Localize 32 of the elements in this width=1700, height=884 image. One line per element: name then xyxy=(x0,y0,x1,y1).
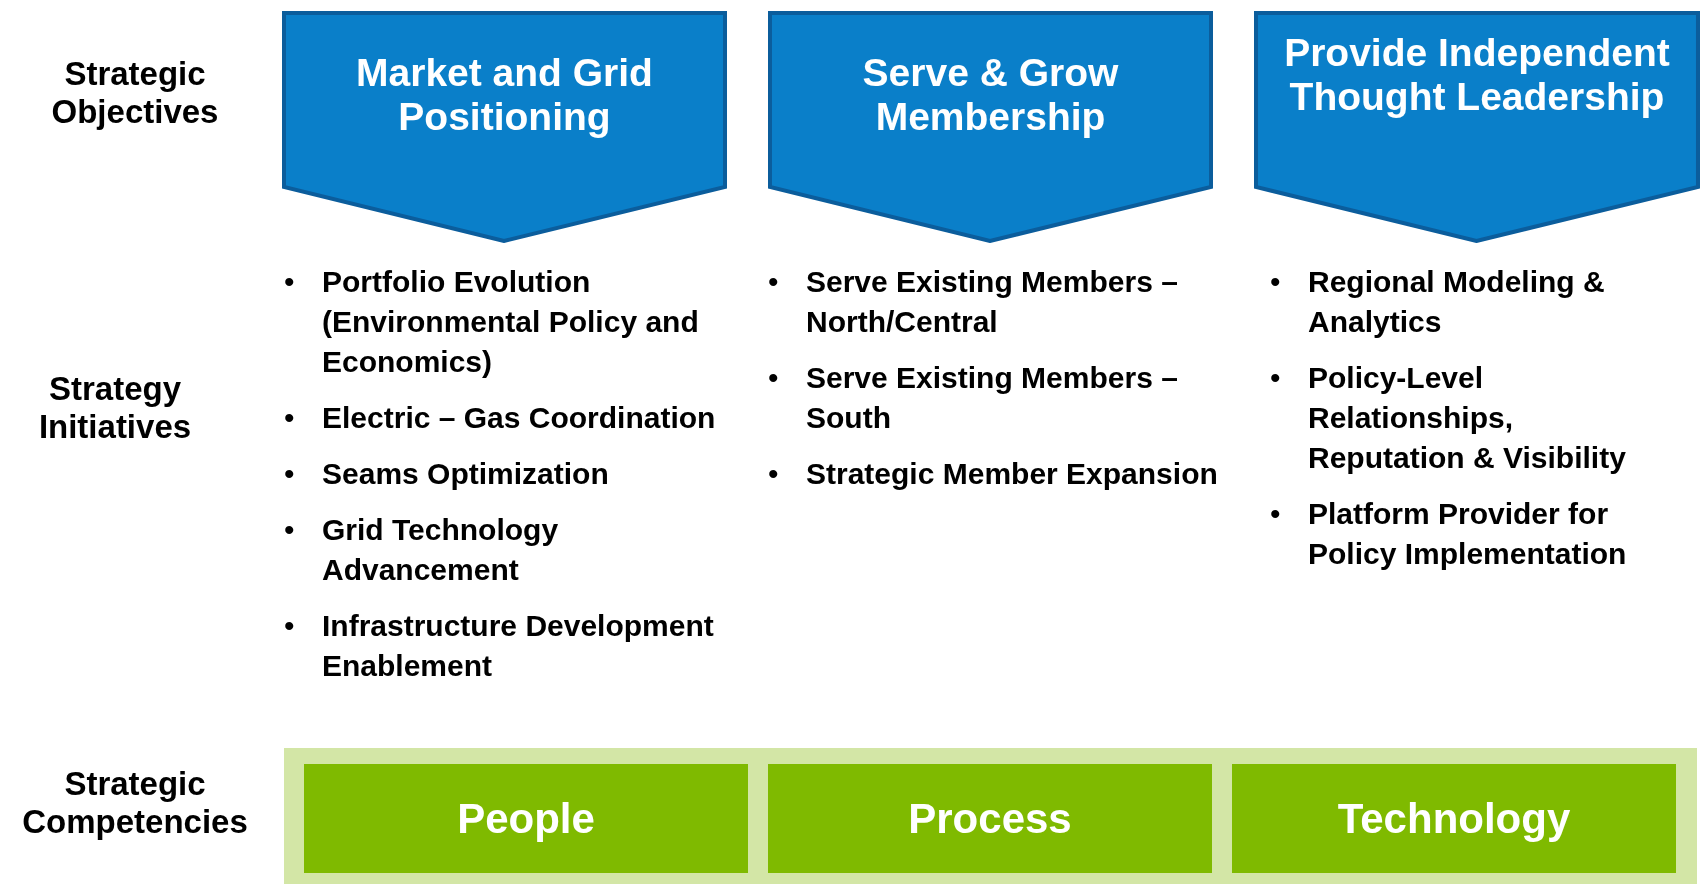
bullet-marker: • xyxy=(768,360,779,396)
bullet-marker: • xyxy=(1270,360,1281,396)
bullet-marker: • xyxy=(284,608,295,644)
row-label: Strategic Objectives xyxy=(50,55,220,131)
initiative-text: Portfolio Evolution (Environmental Policy and Economics) xyxy=(322,264,700,380)
bullet-marker: • xyxy=(284,264,295,300)
initiative-text: Grid Technology Advancement xyxy=(322,512,560,588)
initiative-text: Serve Existing Members – South xyxy=(806,360,1179,436)
chevron-banner: Serve & Grow Membership xyxy=(768,11,1213,243)
bullet-marker: • xyxy=(1270,496,1281,532)
competency-box: Technology xyxy=(1232,764,1676,873)
initiative-text: Seams Optimization xyxy=(322,456,610,492)
bullet-marker: • xyxy=(1270,264,1281,300)
bullet-marker: • xyxy=(284,456,295,492)
initiative-text: Electric – Gas Coordination xyxy=(322,400,717,436)
row-label: Strategy Initiatives xyxy=(37,370,193,446)
competency-box: Process xyxy=(768,764,1212,873)
bullet-marker: • xyxy=(768,456,779,492)
competency-band xyxy=(284,748,1697,884)
chevron-banner: Provide Independent Thought Leadership xyxy=(1254,11,1700,243)
initiative-text: Serve Existing Members – North/Central xyxy=(806,264,1179,340)
initiative-text: Regional Modeling & Analytics xyxy=(1308,264,1606,340)
initiative-text: Platform Provider for Policy Implementation xyxy=(1308,496,1628,572)
row-label: Strategic Competencies xyxy=(21,765,249,841)
bullet-marker: • xyxy=(284,400,295,436)
bullet-marker: • xyxy=(768,264,779,300)
competency-box: People xyxy=(304,764,748,873)
initiative-text: Policy-Level Relationships, Reputation & Visibility xyxy=(1308,360,1627,476)
initiative-text: Strategic Member Expansion xyxy=(806,456,1219,492)
initiative-text: Infrastructure Development Enablement xyxy=(322,608,715,684)
bullet-marker: • xyxy=(284,512,295,548)
chevron-banner: Market and Grid Positioning xyxy=(282,11,727,243)
